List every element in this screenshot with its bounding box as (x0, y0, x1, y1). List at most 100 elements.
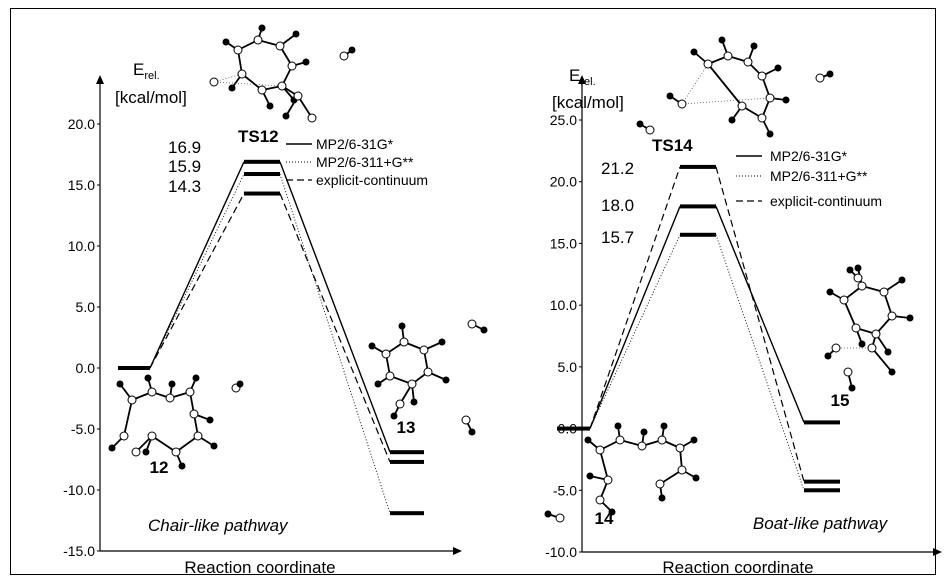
energy-level-bar (804, 488, 840, 493)
atom (584, 436, 592, 444)
atom (385, 371, 395, 381)
series-line-dotted (149, 173, 245, 369)
atom (637, 441, 647, 451)
y-tick-label: -5.0 (553, 482, 577, 498)
atom (595, 445, 605, 455)
atom (282, 112, 290, 120)
atom (750, 42, 758, 50)
bond (707, 63, 743, 107)
atom (374, 380, 382, 388)
atom (210, 442, 218, 450)
atom (690, 48, 698, 56)
figure-frame (10, 8, 936, 575)
atom (879, 287, 889, 297)
hydrogen-bond (213, 81, 283, 87)
atom (692, 474, 700, 482)
legend-label: MP2/6-311+G** (770, 168, 868, 184)
atom (257, 85, 267, 95)
y-tick-label: 10.0 (68, 238, 95, 254)
energy-level-bar (804, 420, 840, 425)
atom (480, 326, 488, 334)
y-tick-label: 25.0 (550, 112, 577, 128)
atom (677, 465, 687, 475)
energy-level-bar (390, 511, 424, 516)
atom (116, 380, 124, 388)
atom (737, 101, 747, 111)
atom (718, 36, 726, 44)
energy-level-bar (390, 450, 424, 455)
ts-name-label: TS14 (652, 136, 693, 155)
y-tick-label: -15.0 (63, 543, 95, 559)
atom (815, 73, 825, 83)
atom (287, 61, 297, 71)
atom (348, 46, 356, 54)
atom (854, 264, 862, 272)
atom (839, 295, 849, 305)
atom (614, 422, 622, 430)
pathway-label: Boat-like pathway (753, 514, 889, 533)
atom (209, 77, 219, 87)
atom (398, 322, 406, 330)
atom (757, 113, 767, 123)
atom (615, 435, 625, 445)
atom (144, 374, 152, 382)
series-line-solid (715, 206, 805, 423)
atom (407, 379, 417, 389)
atom (555, 513, 565, 523)
product-13-structure (368, 319, 488, 436)
atom (853, 273, 863, 283)
energy-level-bar (390, 459, 424, 464)
product-label: 13 (397, 418, 416, 437)
atom (703, 59, 713, 69)
atom (339, 51, 349, 61)
x-axis-label: Reaction coordinate (662, 558, 813, 577)
atom (743, 57, 753, 67)
atom (222, 38, 230, 46)
y-axis-label-subscript: rel. (144, 70, 159, 82)
atom (728, 116, 736, 124)
hydrogen-bond (681, 63, 709, 105)
y-tick-label: 0.0 (76, 360, 96, 376)
y-tick-label: 20.0 (68, 116, 95, 132)
atom (119, 431, 129, 441)
ts-energy-label: 18.0 (601, 196, 634, 215)
atom (595, 495, 605, 505)
ts-energy-label: 21.2 (601, 159, 634, 178)
atom (147, 431, 157, 441)
atom (302, 58, 310, 66)
x-axis-label: Reaction coordinate (184, 558, 335, 577)
atom (603, 475, 613, 485)
atom (368, 342, 376, 350)
boat-chart: 25.020.015.010.05.00.0-5.0-10.0Erel.[kca… (545, 66, 942, 577)
atom (419, 345, 429, 355)
y-tick-label: -10.0 (545, 544, 577, 560)
bond (123, 399, 133, 437)
legend-label: MP2/6-31G* (770, 148, 848, 164)
atom (608, 508, 616, 516)
atom (178, 462, 186, 470)
atom (782, 96, 790, 104)
series-line-solid (589, 206, 681, 429)
bond (151, 435, 177, 453)
atom (871, 329, 881, 339)
legend-label: MP2/6-31G* (316, 136, 394, 152)
atom (293, 91, 303, 101)
atom (774, 64, 782, 72)
atom (275, 41, 285, 51)
atom (171, 447, 181, 457)
atom (675, 443, 685, 453)
x-axis-arrow (453, 547, 462, 555)
ts-energy-label: 14.3 (168, 177, 201, 196)
reactant-14-structure (544, 422, 700, 523)
atom (586, 472, 594, 480)
atom (228, 84, 236, 92)
bond (843, 299, 857, 329)
x-axis-arrow (933, 548, 942, 556)
pathway-label: Chair-like pathway (148, 516, 289, 535)
atom (857, 281, 867, 291)
energy-level-bar (680, 204, 716, 209)
atom (127, 395, 137, 405)
y-tick-label: 5.0 (558, 359, 578, 375)
energy-level-bar (680, 164, 716, 169)
atom (851, 323, 861, 333)
